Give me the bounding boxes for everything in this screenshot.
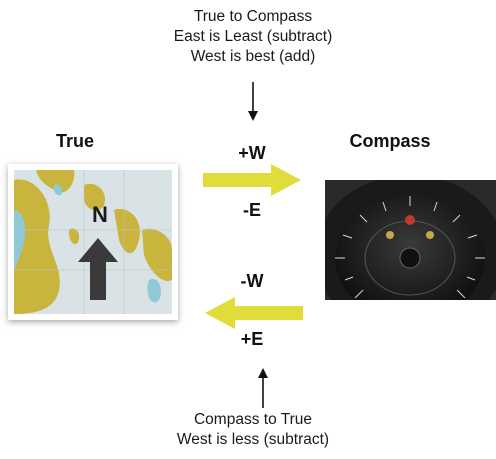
minus-east-label: -E (243, 200, 261, 220)
west-best-rule: West is best (add) (190, 48, 316, 65)
true-to-compass-note: True to Compass East is Least (subtract)… (118, 7, 388, 67)
compass-photo (325, 180, 496, 300)
left-arrow-icon (205, 297, 303, 329)
east-least-rule: East is Least (subtract) (173, 28, 333, 45)
nautical-chart (14, 170, 172, 314)
north-letter: N (92, 202, 108, 227)
compass-to-true-title: Compass to True (193, 411, 313, 428)
true-label: True (55, 131, 94, 151)
plus-west-label: +W (238, 143, 266, 163)
plus-east-label: +E (240, 329, 264, 349)
right-arrow-icon (203, 164, 301, 196)
minus-west-label: -W (240, 271, 264, 291)
compass-label: Compass (349, 131, 431, 151)
true-to-compass-title: True to Compass (193, 8, 313, 25)
west-less-rule: West is less (subtract) (176, 431, 330, 448)
compass-to-true-note: Compass to True West is less (subtract) (118, 410, 388, 450)
nautical-chart-image: N (8, 164, 178, 320)
up-arrow-icon (258, 368, 268, 408)
north-arrow-icon (78, 238, 118, 300)
down-arrow-icon (248, 82, 258, 121)
